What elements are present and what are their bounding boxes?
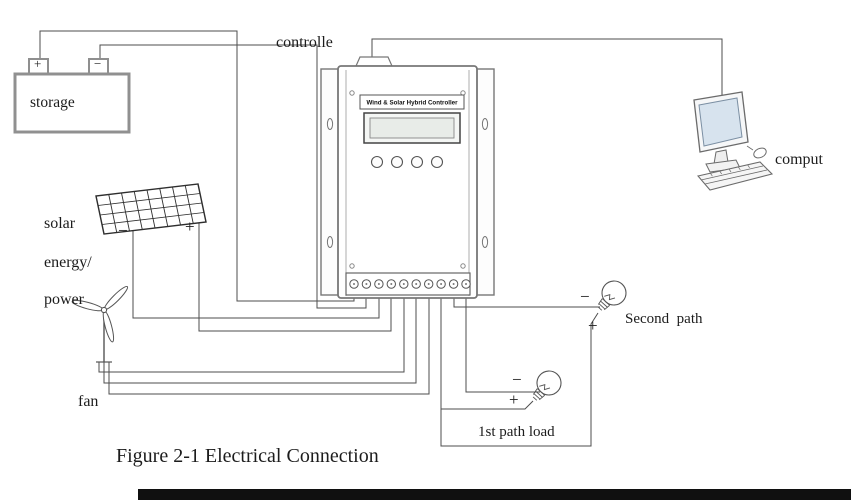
solar-label-line2: energy/ — [44, 254, 92, 271]
turbine-hub — [100, 306, 108, 314]
wire-first-path-minus — [465, 295, 540, 393]
controller-button — [410, 155, 424, 169]
controller-label: controlle — [276, 34, 333, 51]
wire-solar-minus — [132, 231, 380, 319]
wires — [39, 30, 723, 447]
solar-plus-sign: + — [185, 217, 195, 236]
monitor-screen — [698, 97, 743, 147]
wire-battery-negative — [99, 44, 367, 309]
controller-button — [390, 155, 404, 169]
turbine-blades — [71, 285, 129, 343]
wire-turbine-1 — [98, 295, 405, 373]
controller-button — [370, 155, 384, 169]
screw-icon — [349, 90, 355, 96]
wind-turbine-icon — [71, 285, 129, 363]
mounting-hole-icon — [481, 118, 489, 130]
first-path-plus-sign: + — [509, 390, 519, 409]
second-path-plus-sign: + — [588, 316, 598, 335]
monitor-icon — [693, 91, 749, 173]
solar-label-line3: power — [44, 291, 84, 308]
screw-icon — [460, 263, 466, 269]
bottom-bar — [138, 489, 851, 500]
fan-label: fan — [78, 393, 99, 410]
bulb-first-path-icon — [532, 370, 562, 401]
second-path-label: Second path — [625, 311, 703, 327]
wire-battery-positive — [39, 30, 355, 302]
keyboard-icon — [696, 161, 774, 191]
terminal-screw-dots — [353, 283, 467, 285]
first-path-label: 1st path load — [478, 424, 555, 440]
battery-body — [13, 72, 131, 134]
wire-second-path-loop — [440, 295, 599, 447]
wire-controller-to-computer — [371, 38, 723, 97]
mounting-hole-icon — [481, 236, 489, 248]
wire-solar-plus — [198, 223, 392, 332]
controller-button — [430, 155, 444, 169]
first-path-minus-sign: − — [512, 370, 522, 389]
mouse-icon — [746, 145, 767, 159]
solar-minus-sign: − — [118, 221, 128, 240]
mounting-hole-icon — [326, 118, 334, 130]
battery-icon — [13, 58, 131, 134]
second-path-minus-sign: − — [580, 287, 590, 306]
battery-minus-sign: − — [94, 56, 102, 71]
controller-title-bar — [359, 94, 465, 110]
screw-icon — [349, 263, 355, 269]
controller-title: Wind & Solar Hybrid Controller — [366, 100, 458, 107]
controller-device: Wind & Solar Hybrid Controller — [320, 56, 495, 299]
battery-plus-sign: + — [34, 56, 42, 71]
wire-turbine-3 — [108, 295, 430, 395]
solar-label-line1: solar — [44, 215, 76, 232]
wire-turbine-2 — [103, 295, 417, 384]
wire-first-path-plus — [441, 400, 534, 410]
mounting-hole-icon — [326, 236, 334, 248]
computer-icon — [693, 91, 774, 191]
lcd-display-inner — [369, 117, 455, 139]
figure-caption: Figure 2-1 Electrical Connection — [116, 445, 379, 467]
wire-second-path-minus — [453, 295, 600, 308]
controller-top-tab — [355, 56, 393, 67]
computer-label: comput — [775, 151, 823, 168]
solar-panel-icon — [95, 183, 207, 235]
storage-label: storage — [30, 94, 75, 111]
bulb-second-path-icon — [597, 280, 627, 311]
